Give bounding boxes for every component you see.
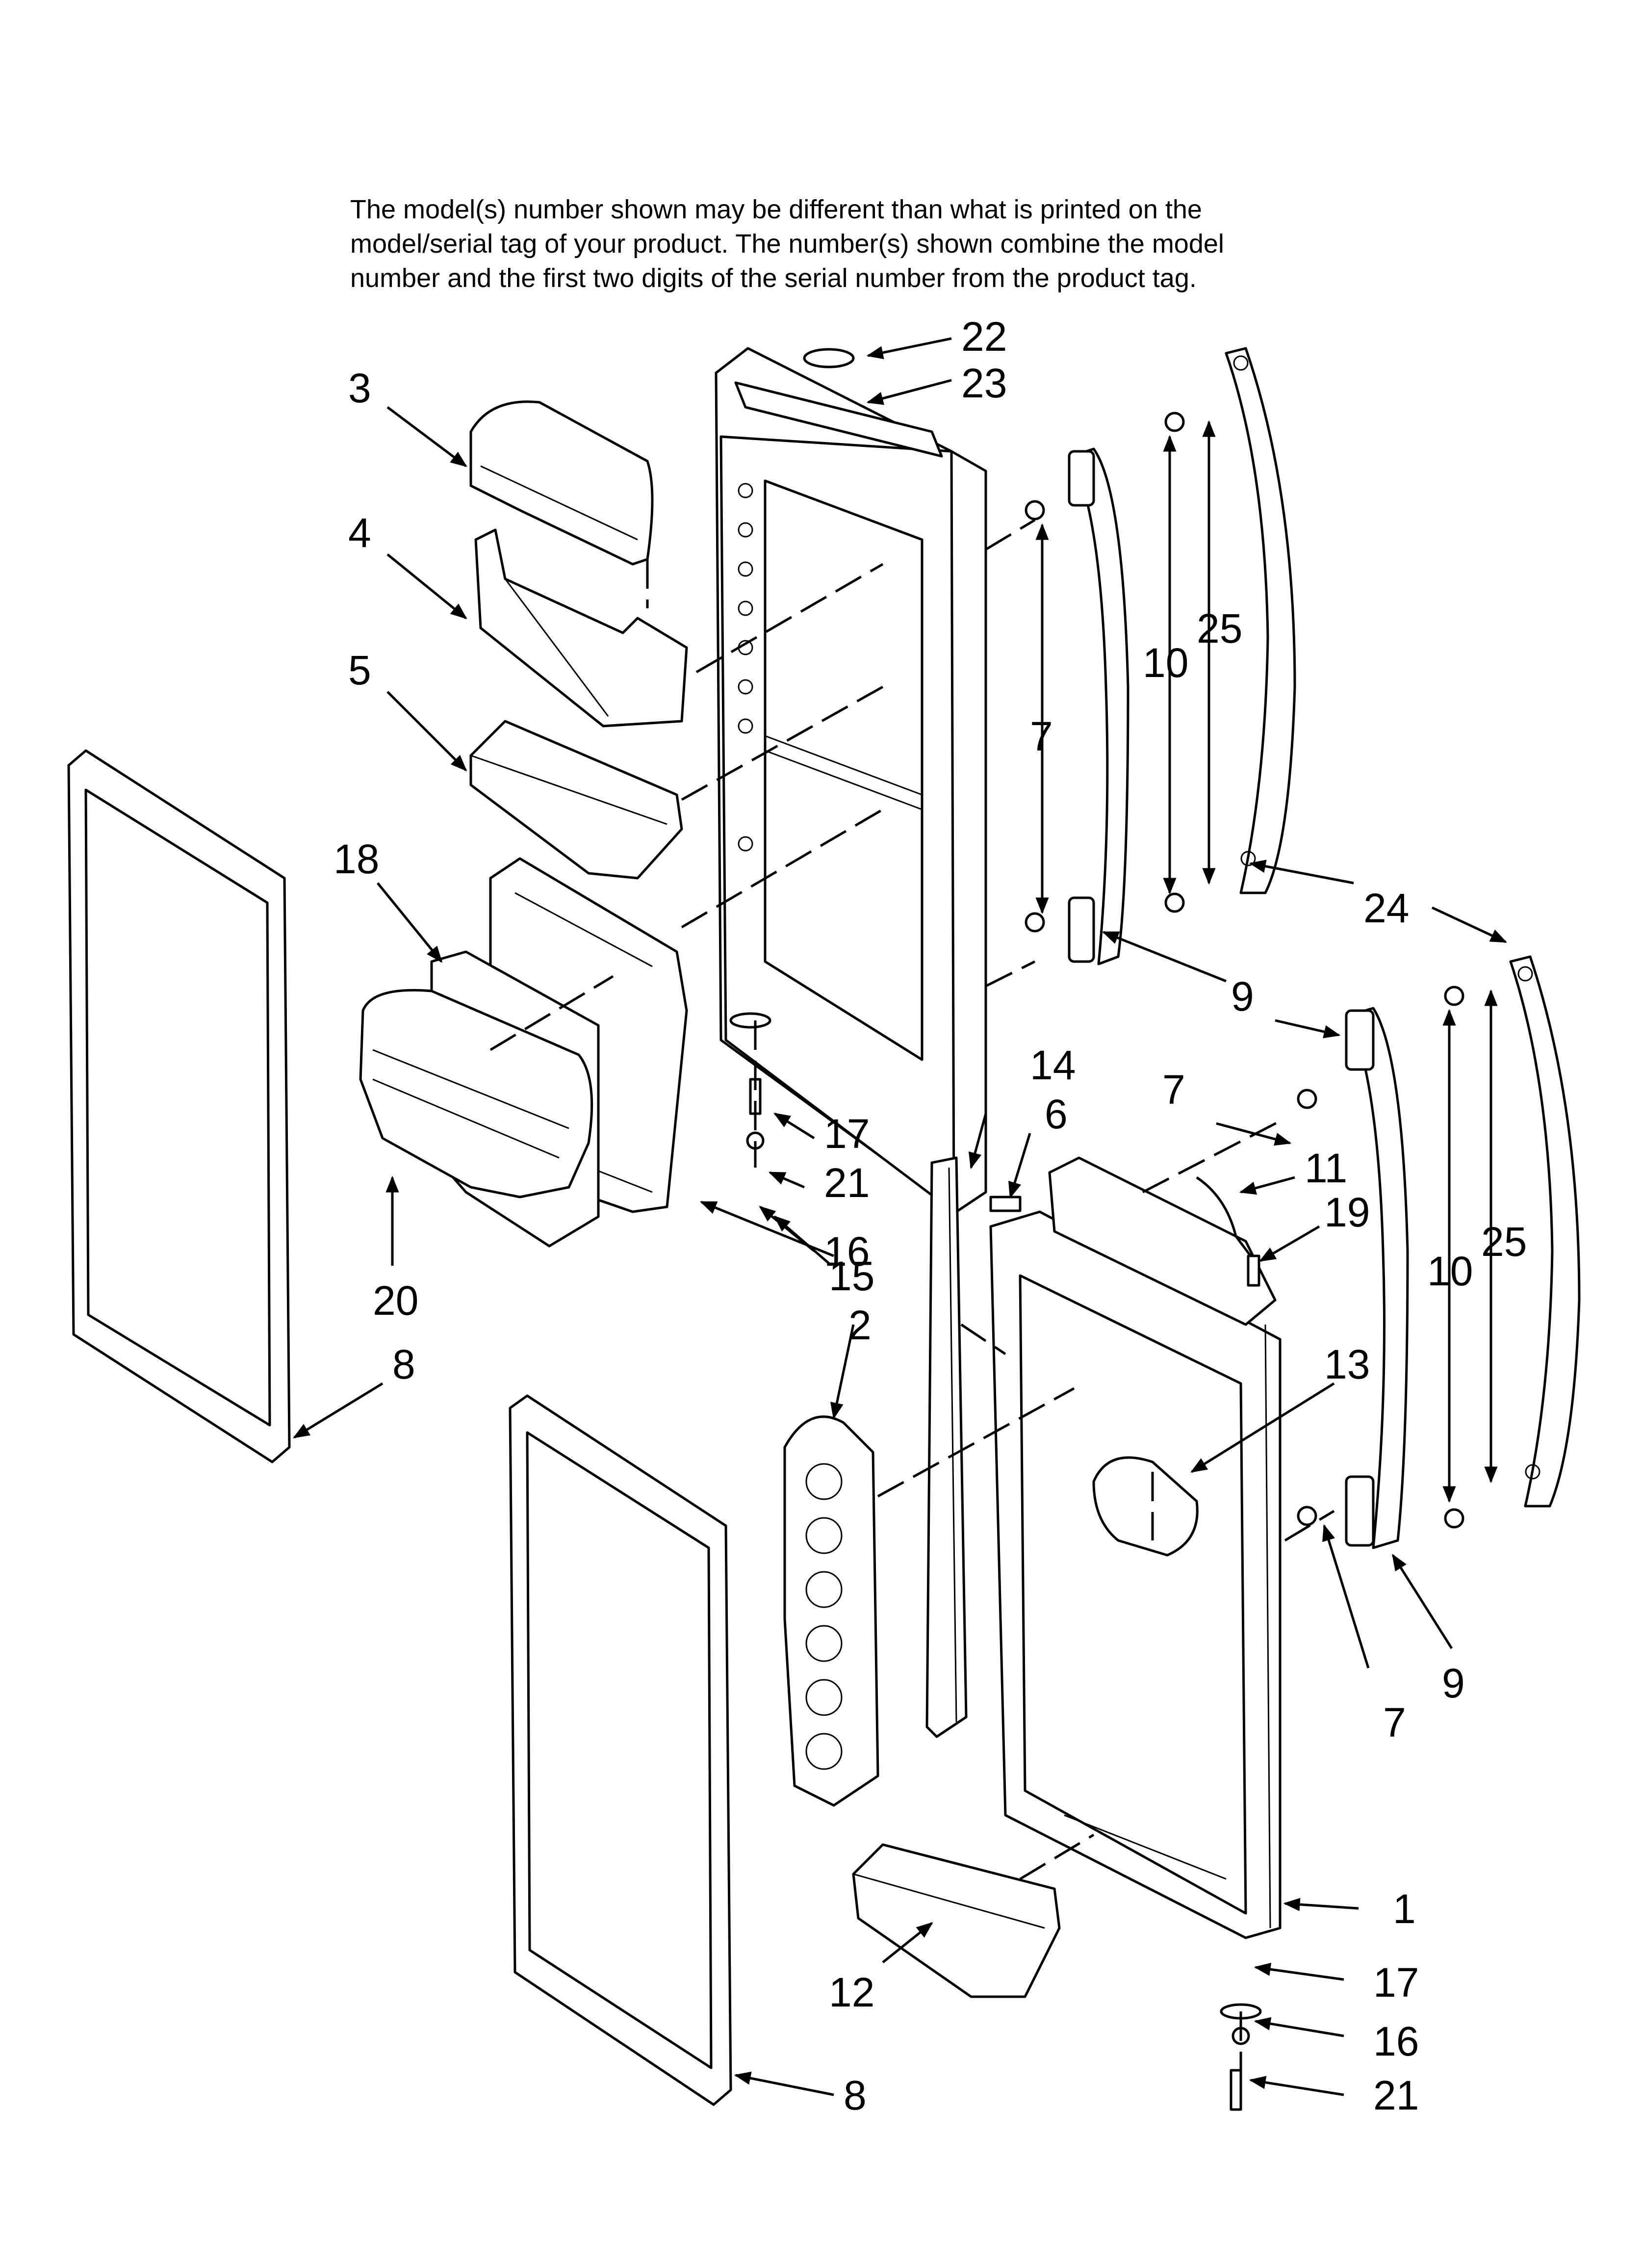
upper-door-liner (715, 347, 987, 1213)
callout-24: 24 (1363, 885, 1409, 931)
callout-22: 22 (961, 313, 1007, 360)
assembly-lines (489, 519, 1335, 2100)
callout-14: 14 (1030, 1042, 1076, 1088)
lower-exterior-handle (1509, 955, 1581, 1508)
callout-21-upper: 21 (824, 1160, 870, 1206)
callout-12: 12 (829, 1969, 874, 2015)
callout-20: 20 (373, 1277, 418, 1324)
hinge-rail-part (925, 1156, 968, 1738)
hinge-plate-upper (729, 1012, 771, 1029)
callout-18: 18 (334, 836, 379, 882)
callout-23: 23 (961, 360, 1007, 406)
callout-10-lower: 10 (1427, 1248, 1473, 1294)
model-number-note: The model(s) number shown may be differe… (350, 192, 1380, 295)
note-line-1: The model(s) number shown may be differe… (350, 195, 1202, 224)
lower-door-gasket (509, 1394, 732, 2106)
screw-lower-handle-top (1444, 986, 1464, 1006)
callout-7-lower: 7 (1383, 1699, 1406, 1746)
callout-25-lower: 25 (1481, 1219, 1527, 1265)
callout-7-middle: 7 (1162, 1067, 1185, 1113)
callout-7-upper: 7 (1030, 713, 1053, 759)
tube-fitting-part (1247, 1254, 1260, 1287)
bin-cover-part (469, 400, 654, 566)
callout-17-upper: 17 (824, 1111, 870, 1157)
callout-5: 5 (348, 647, 371, 693)
washer-lower (1025, 912, 1045, 933)
callout-2: 2 (848, 1302, 872, 1348)
ice-bin-part (359, 950, 600, 1248)
callout-1: 1 (1393, 1886, 1416, 1932)
callout-4: 4 (348, 510, 371, 556)
note-line-2: model/serial tag of your product. The nu… (350, 229, 1224, 259)
washer-lower-door (1297, 1089, 1317, 1109)
callout-labels: 22 23 3 4 5 7 10 25 18 24 9 7 17 14 6 21… (334, 313, 1527, 2118)
screw-lower-hinge (1230, 2069, 1242, 2111)
callout-9-upper: 9 (1231, 973, 1254, 1019)
hardware-parts (729, 412, 1464, 2111)
washer-lower-door-2 (1297, 1506, 1317, 1526)
screw-rail (989, 1196, 1022, 1212)
callout-8-upper: 8 (392, 1341, 415, 1387)
screw-upper-left (1164, 412, 1185, 432)
callout-25-upper: 25 (1197, 605, 1242, 652)
door-shelf-part (783, 1415, 879, 1807)
note-line-3: number and the first two digits of the s… (350, 263, 1197, 293)
screw-lower-left (1164, 892, 1185, 913)
callout-11: 11 (1305, 1145, 1347, 1191)
upper-door-gasket (67, 749, 291, 1463)
logo-badge-part (803, 348, 855, 368)
callout-9-lower: 9 (1442, 1660, 1465, 1706)
lower-bin-part (852, 1843, 1061, 1998)
door-bin-part (474, 528, 688, 728)
callout-19: 19 (1324, 1189, 1370, 1235)
callout-8-lower: 8 (844, 2072, 867, 2118)
water-tube-part (1196, 1176, 1252, 1257)
callout-16-lower: 16 (1373, 2018, 1419, 2064)
washer-upper (1025, 500, 1045, 521)
callout-6: 6 (1045, 1091, 1068, 1137)
leader-arrows (293, 337, 1508, 2096)
callout-3: 3 (348, 365, 371, 411)
small-bin-part (469, 720, 683, 880)
upper-exterior-handle (1225, 347, 1296, 894)
lower-door-handle (1345, 1007, 1409, 1549)
upper-door-handle (1068, 447, 1129, 965)
callout-15: 15 (829, 1253, 874, 1299)
callout-16-upper: 16 (824, 1228, 870, 1275)
screw-lower-handle-bottom (1444, 1508, 1464, 1529)
callout-13: 13 (1324, 1341, 1370, 1387)
callout-21-lower: 21 (1373, 2072, 1419, 2118)
callout-17-lower: 17 (1373, 1959, 1419, 2006)
lower-door-part (989, 1156, 1282, 1939)
callout-10-upper: 10 (1143, 640, 1188, 686)
